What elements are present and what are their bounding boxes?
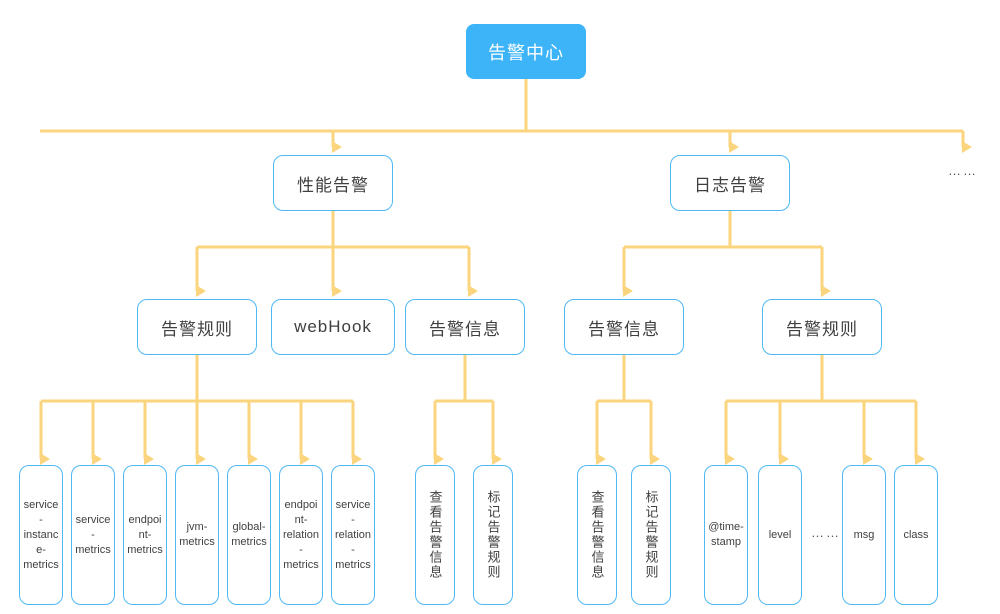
- leaf-label: 查看告警信息: [427, 490, 443, 580]
- leaf-label: class: [903, 528, 929, 541]
- node-log-alarm-rule[interactable]: 告警规则: [762, 299, 882, 355]
- node-perf-alarm-info-label: 告警信息: [429, 319, 501, 339]
- log-rule-ellipsis-label: ……: [811, 524, 841, 540]
- leaf-service-relation-metrics[interactable]: service-relation-metrics: [331, 465, 375, 605]
- node-performance-alarm-label: 性能告警: [297, 175, 369, 195]
- leaf-service-metrics[interactable]: service-metrics: [71, 465, 115, 605]
- level2-ellipsis-label: ……: [948, 162, 978, 178]
- node-performance-alarm[interactable]: 性能告警: [273, 155, 393, 211]
- leaf-label: 标记告警规则: [485, 490, 501, 580]
- node-perf-alarm-rule[interactable]: 告警规则: [137, 299, 257, 355]
- node-log-alarm-info-label: 告警信息: [588, 319, 660, 339]
- node-perf-alarm-rule-label: 告警规则: [161, 319, 233, 339]
- leaf-label: 查看告警信息: [589, 490, 605, 580]
- node-log-alarm-info[interactable]: 告警信息: [564, 299, 684, 355]
- leaf-log-view-alarm-info[interactable]: 查看告警信息: [577, 465, 617, 605]
- leaf-label: jvm-metrics: [179, 521, 215, 548]
- node-log-alarm[interactable]: 日志告警: [670, 155, 790, 211]
- leaf-endpoint-metrics[interactable]: endpoint-metrics: [123, 465, 167, 605]
- leaf-label: 标记告警规则: [643, 490, 659, 580]
- leaf-level-field[interactable]: level: [758, 465, 802, 605]
- leaf-global-metrics[interactable]: global-metrics: [227, 465, 271, 605]
- node-log-alarm-rule-label: 告警规则: [786, 319, 858, 339]
- leaf-msg-field[interactable]: msg: [842, 465, 886, 605]
- leaf-label: @time-stamp: [708, 521, 744, 548]
- leaf-log-mark-alarm-rule[interactable]: 标记告警规则: [631, 465, 671, 605]
- leaf-label: service-relation-metrics: [334, 498, 372, 571]
- log-rule-fields-ellipsis: ……: [806, 520, 846, 544]
- node-root-label: 告警中心: [488, 42, 564, 63]
- leaf-label: endpoint-metrics: [127, 513, 163, 556]
- node-log-alarm-label: 日志告警: [694, 175, 766, 195]
- leaf-label: global-metrics: [231, 521, 267, 548]
- leaf-label: level: [768, 528, 792, 541]
- leaf-perf-view-alarm-info[interactable]: 查看告警信息: [415, 465, 455, 605]
- leaf-service-instance-metrics[interactable]: service-instance-metrics: [19, 465, 63, 605]
- leaf-class-field[interactable]: class: [894, 465, 938, 605]
- leaf-perf-mark-alarm-rule[interactable]: 标记告警规则: [473, 465, 513, 605]
- leaf-label: service-instance-metrics: [23, 498, 59, 571]
- node-root-alarm-center[interactable]: 告警中心: [466, 24, 586, 79]
- leaf-label: endpoint-relation-metrics: [282, 498, 320, 571]
- leaf-label: service-metrics: [75, 513, 111, 556]
- leaf-endpoint-relation-metrics[interactable]: endpoint-relation-metrics: [279, 465, 323, 605]
- leaf-timestamp-field[interactable]: @time-stamp: [704, 465, 748, 605]
- node-perf-webhook-label: webHook: [294, 317, 372, 336]
- leaf-label: msg: [853, 528, 875, 541]
- node-level2-ellipsis: ……: [938, 155, 988, 185]
- node-perf-webhook[interactable]: webHook: [271, 299, 395, 355]
- node-perf-alarm-info[interactable]: 告警信息: [405, 299, 525, 355]
- leaf-jvm-metrics[interactable]: jvm-metrics: [175, 465, 219, 605]
